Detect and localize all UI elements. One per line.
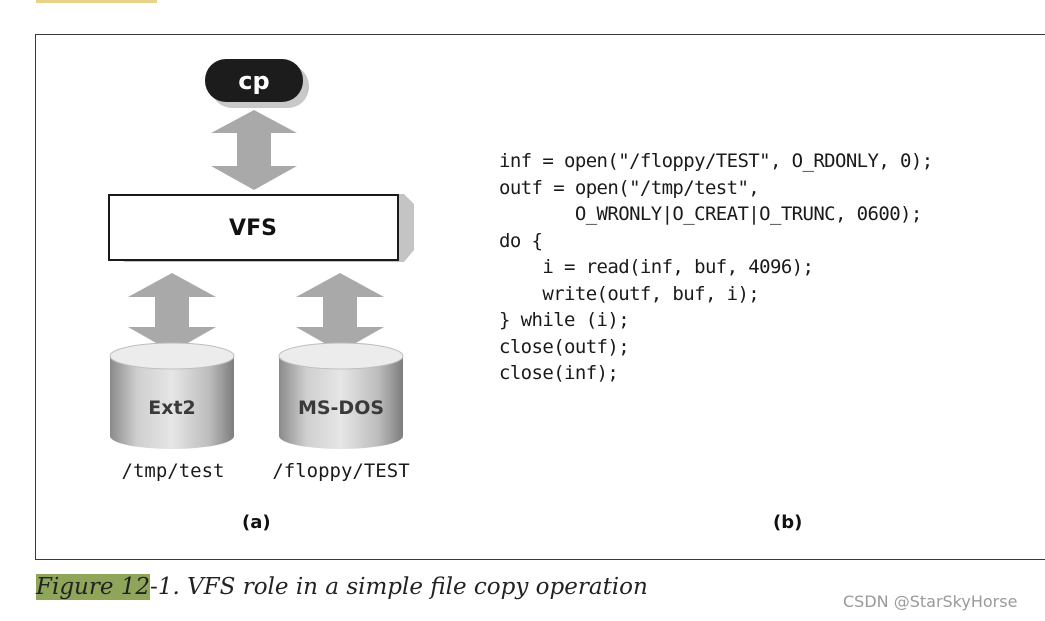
fs-msdos-label: MS-DOS [298,397,384,419]
fs-ext2-label: Ext2 [148,397,196,419]
panel-label-a: (a) [242,512,271,533]
cp-label: cp [238,67,269,95]
code-line: outf = open("/tmp/test", [499,176,760,199]
top-highlight-strip [36,0,157,3]
arrow-cp-vfs [211,110,297,190]
figure-caption: Figure 12-1. VFS role in a simple file c… [36,574,648,600]
vfs-label: VFS [229,216,277,241]
code-line: O_WRONLY|O_CREAT|O_TRUNC, 0600); [499,203,922,225]
code-line: inf = open("/floppy/TEST", O_RDONLY, 0); [499,150,933,172]
caption-text: -1. VFS role in a simple file copy opera… [150,574,648,600]
vfs-node: VFS [108,194,414,262]
caption-figure-number: Figure 12 [36,574,151,600]
ext2-disk-icon: Ext2 [109,342,235,449]
code-line: i = read(inf, buf, 4096); [499,256,814,278]
code-line: close(outf); [499,335,630,358]
arrow-vfs-ext2 [128,273,216,352]
cp-node: cp [205,59,309,108]
path-right: /floppy/TEST [272,460,409,482]
msdos-disk-icon: MS-DOS [278,342,404,449]
code-line: close(inf); [499,362,619,384]
arrow-vfs-msdos [296,273,384,352]
path-left: /tmp/test [122,460,225,482]
panel-label-b: (b) [773,512,803,533]
figure-frame [35,34,1045,560]
watermark: CSDN @StarSkyHorse [843,592,1018,611]
code-listing: inf = open("/floppy/TEST", O_RDONLY, 0);… [499,148,933,387]
code-line: do { [499,229,543,252]
code-line: } while (i); [499,309,630,331]
code-line: write(outf, buf, i); [499,282,760,305]
